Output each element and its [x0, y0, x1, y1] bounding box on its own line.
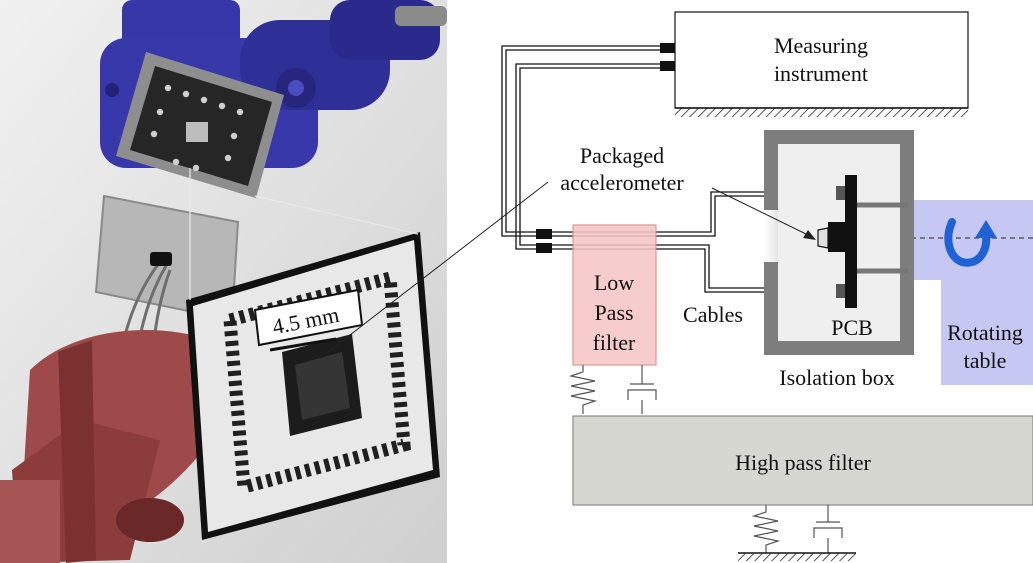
mounting-box	[116, 52, 284, 198]
setup-photo: 4.5 mm	[0, 0, 447, 563]
low-pass-filter: Low Pass filter	[572, 224, 657, 366]
measuring-instrument-label-1: Measuring	[774, 33, 868, 58]
rotating-table: Rotating table	[906, 200, 1033, 385]
scale-bar: 4.5 mm	[253, 288, 364, 352]
connector	[150, 252, 172, 266]
pcb: PCB	[817, 175, 908, 340]
cable-connector	[660, 61, 675, 71]
rotation-arrow-icon	[944, 218, 997, 267]
isolation-box: Isolation box	[764, 130, 914, 390]
accelerometer-label-1: Packaged	[580, 143, 664, 168]
measuring-instrument: Measuring instrument	[674, 11, 969, 117]
measuring-instrument-label-2: instrument	[774, 61, 868, 86]
high-pass-filter: High pass filter	[572, 415, 1033, 506]
cables-label: Cables	[683, 302, 743, 327]
high-pass-damper-icon	[813, 505, 843, 553]
red-vise	[0, 330, 235, 563]
low-pass-damper-icon	[627, 365, 657, 414]
photo-pointer	[327, 181, 549, 353]
cable-connector	[536, 243, 552, 253]
accelerometer-label-2: accelerometer	[560, 170, 684, 195]
cable-connector	[536, 229, 552, 239]
accelerometer-pointer	[711, 187, 816, 240]
cable-connector	[660, 43, 675, 53]
ground-hatch	[738, 552, 856, 561]
rotating-table-label-2: table	[964, 348, 1007, 373]
pcb-label: PCB	[831, 315, 873, 340]
schematic: Measuring instrument Low Pass filter	[501, 11, 1033, 561]
chip-inset	[186, 232, 440, 540]
low-pass-spring-icon	[568, 365, 598, 414]
chip-leadframe	[223, 269, 411, 496]
low-pass-label-3: filter	[593, 330, 636, 355]
low-pass-label-1: Low	[594, 270, 634, 295]
high-pass-spring-icon	[751, 505, 781, 553]
high-pass-label: High pass filter	[735, 450, 871, 475]
zoom-guides	[189, 168, 419, 300]
low-pass-label-2: Pass	[594, 300, 633, 325]
isolation-box-label: Isolation box	[779, 365, 895, 390]
rotating-table-label-1: Rotating	[947, 320, 1023, 345]
